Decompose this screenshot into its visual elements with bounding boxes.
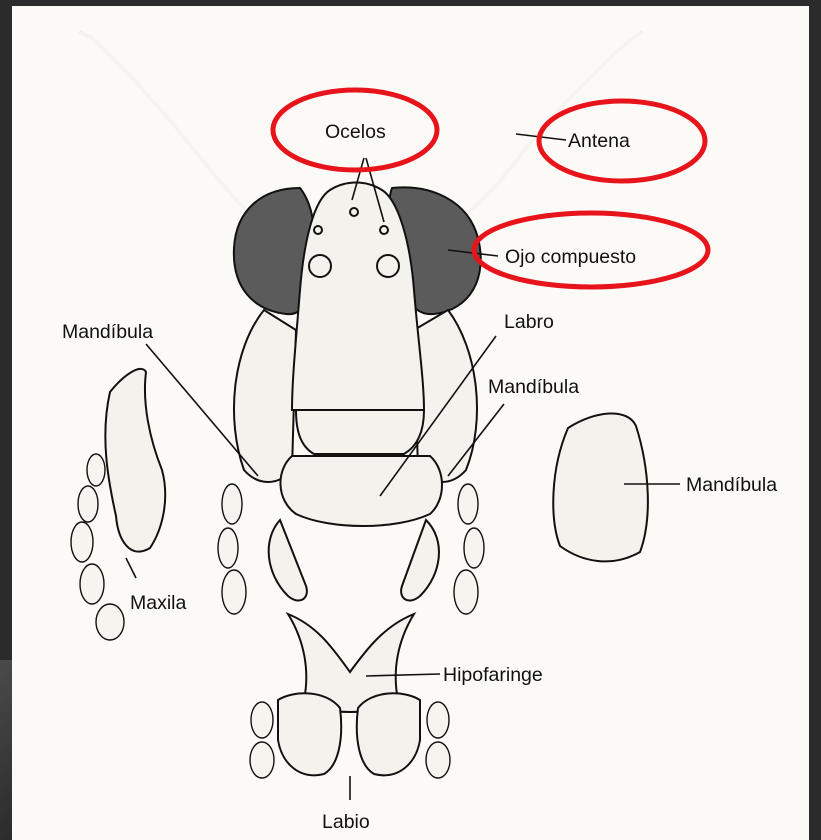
mandible-detached [553, 413, 648, 561]
labium-left-lobe [278, 693, 341, 775]
label-antena: Antena [568, 130, 630, 152]
label-labro: Labro [504, 311, 554, 333]
label-maxila: Maxila [130, 592, 187, 614]
labium-right-lobe [357, 693, 420, 775]
ocellus-right [380, 226, 388, 234]
label-hipofaringe: Hipofaringe [443, 664, 543, 686]
label-mandibula-right: Mandíbula [686, 474, 777, 496]
mandible-shape [553, 413, 648, 561]
maxilla-shape [105, 369, 165, 552]
label-ojo-compuesto: Ojo compuesto [505, 246, 636, 268]
ocellus-median [350, 208, 358, 216]
label-labio: Labio [322, 811, 370, 833]
gena-left [234, 310, 296, 482]
antenna-socket-left [309, 255, 331, 277]
labrum-shape [280, 456, 442, 526]
ocellus-left [314, 226, 322, 234]
hypopharynx-labium [250, 614, 450, 778]
label-mandibula-left: Mandíbula [62, 321, 153, 343]
antenna-socket-right [377, 255, 399, 277]
label-mandibula-center: Mandíbula [488, 376, 579, 398]
label-ocelos: Ocelos [325, 121, 386, 143]
clypeus [296, 410, 424, 454]
